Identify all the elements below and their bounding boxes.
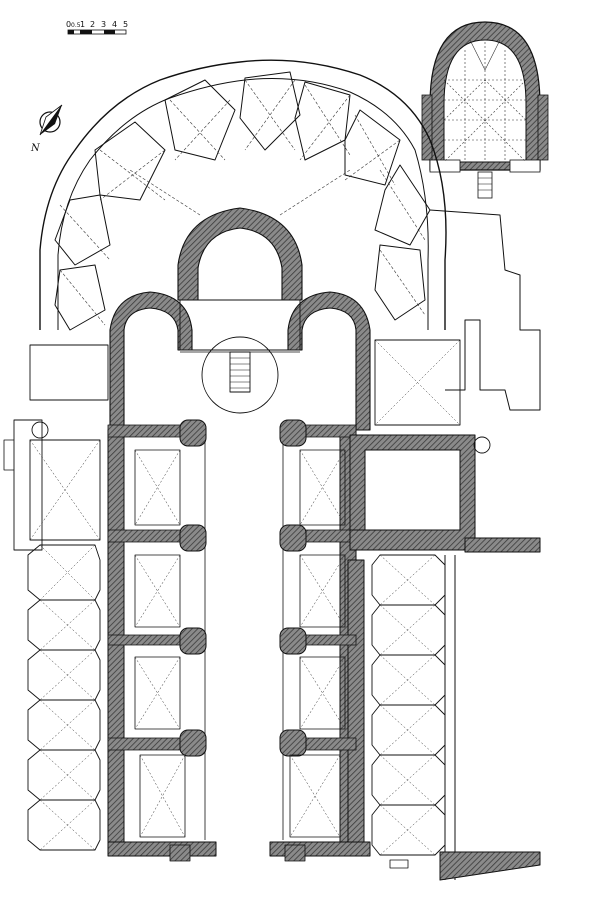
stair-icon (229, 351, 251, 393)
apse-wall (177, 207, 303, 301)
scale-label-5: 5 (123, 20, 128, 29)
scale-bar: 0 0.5 1 2 3 4 5 (66, 20, 128, 35)
scale-label-1: 1 (80, 20, 85, 29)
scale-label-0: 0 (66, 20, 71, 29)
sacristy-wall (349, 434, 476, 551)
north-arrow-icon: N (30, 104, 63, 154)
facade-left (107, 841, 217, 857)
crossing-circle (201, 336, 279, 414)
scale-label-2: 2 (90, 20, 95, 29)
scale-label-4: 4 (112, 20, 117, 29)
right-chapel-wall (287, 291, 371, 431)
scale-label-0-5: 0.5 (71, 22, 81, 29)
north-label: N (30, 143, 41, 154)
inset-plan (421, 21, 549, 199)
aisle-wall-right (347, 559, 365, 851)
scale-label-3: 3 (101, 20, 106, 29)
chevet-outline (39, 59, 447, 330)
main-plan (3, 59, 541, 881)
